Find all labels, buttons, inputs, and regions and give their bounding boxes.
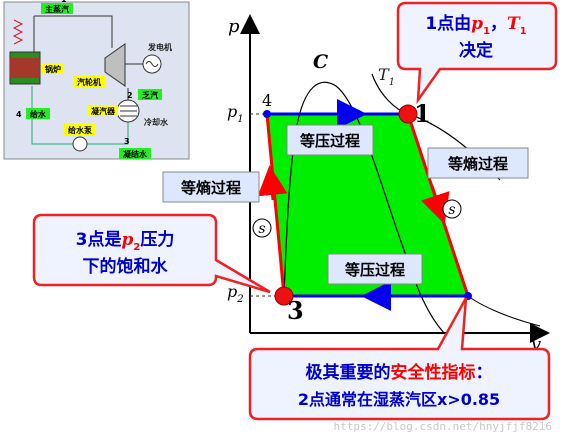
- isentrope-right-arrow: [421, 185, 450, 225]
- generator-wave-icon: [145, 61, 159, 67]
- state-point-1: [398, 104, 418, 124]
- label-right-isentropic: 等熵过程: [448, 155, 508, 173]
- p1-label: p1: [227, 102, 244, 125]
- schematic-point-4: 4: [16, 110, 22, 119]
- state-point-4: [263, 110, 271, 118]
- state-point-3: [274, 286, 294, 306]
- callout-left-line1: 3点是p2压力: [76, 229, 175, 253]
- label-cooling-water: 冷却水: [144, 117, 169, 127]
- s-circle-right: [442, 199, 462, 219]
- callout-bottom-line2: 2点通常在湿蒸汽区x>0.85: [298, 390, 500, 409]
- label-bg-turbine: [73, 76, 105, 87]
- s-symbol-left: s: [258, 221, 265, 237]
- label-boiler: 锅炉: [44, 64, 61, 74]
- label-bg-boiler: [42, 63, 64, 74]
- watermark: https://blog.csdn.net/hnyjfjf8216: [333, 420, 552, 433]
- label-turbine: 汽轮机: [77, 77, 101, 87]
- label-bottom-isobaric: 等压过程: [345, 261, 405, 279]
- label-condenser: 凝汽器: [91, 106, 116, 116]
- cycle-area: [267, 114, 468, 296]
- label-bg-feed-pump: [64, 124, 96, 135]
- label-bg-condenser: [88, 105, 118, 116]
- state-label-4: 4: [262, 91, 272, 110]
- schematic-point-2: 2: [127, 91, 133, 100]
- x-axis-label: v: [531, 334, 541, 355]
- label-feed-water: 给水: [30, 109, 47, 119]
- callout-left: 3点是p2压力 下的饱和水: [32, 213, 271, 294]
- pump-icon: [72, 136, 88, 152]
- label-feed-pump: 给水泵: [68, 125, 92, 135]
- boiler-flame-icon: [10, 58, 40, 78]
- t2-isotherm: [467, 295, 541, 327]
- schematic-point-1: 1: [61, 0, 67, 4]
- callout-bottom-shape: [248, 297, 551, 421]
- turbine-icon: [104, 43, 126, 87]
- callout-top-right-line1: 1点由p1，T1: [425, 13, 526, 37]
- critical-point-label: C: [313, 51, 328, 73]
- label-box-top-isobaric: [286, 124, 374, 156]
- label-main-steam: 主蒸汽: [45, 4, 69, 14]
- s-circle-left: [252, 218, 272, 238]
- label-box-right-isentropic: [427, 147, 529, 179]
- label-top-isobaric: 等压过程: [300, 132, 360, 150]
- condenser-coil-icon: [120, 105, 137, 117]
- callout-bottom-line1: 极其重要的安全性指标：: [306, 362, 493, 383]
- s-symbol-right: s: [448, 202, 455, 218]
- callout-top-right: 1点由p1，T1 决定: [396, 1, 558, 105]
- plant-schematic: 主蒸汽 锅炉 汽轮机 发电机 乏汽 凝汽器 冷却水 给水 给水泵 凝结水 1 2…: [3, 0, 190, 160]
- state-label-1: 1: [414, 99, 431, 128]
- callout-top-right-line2: 决定: [459, 40, 493, 61]
- p2-label: p2: [227, 282, 244, 305]
- label-exhaust: 乏汽: [142, 90, 158, 100]
- label-left-isentropic: 等熵过程: [181, 179, 241, 197]
- schematic-point-3: 3: [124, 137, 130, 146]
- state-label-3: 3: [287, 296, 304, 325]
- t1-label: T1: [378, 65, 395, 88]
- callout-top-right-shape: [396, 1, 558, 105]
- label-generator: 发电机: [147, 42, 172, 52]
- label-condensate: 凝结水: [123, 149, 148, 159]
- label-bg-main-steam: [41, 3, 73, 14]
- label-box-left-isentropic: [162, 171, 260, 203]
- label-bg-feed-water: [26, 108, 50, 119]
- label-bg-condensate: [119, 148, 151, 159]
- y-axis-label: p: [228, 16, 240, 37]
- callout-left-line2: 下的饱和水: [83, 256, 169, 277]
- label-bg-exhaust: [138, 89, 162, 100]
- isentrope-left: [265, 113, 286, 297]
- main-steam-pipe: [34, 15, 113, 48]
- callout-bottom: 极其重要的安全性指标： 2点通常在湿蒸汽区x>0.85: [248, 297, 551, 421]
- boiler-coil: [12, 19, 24, 45]
- callout-left-shape: [32, 213, 271, 294]
- pv-diagram: p v C T1 p1 p2 s s: [162, 14, 550, 355]
- label-box-bottom-isobaric: [327, 253, 423, 285]
- isentrope-left-arrow: [257, 165, 288, 201]
